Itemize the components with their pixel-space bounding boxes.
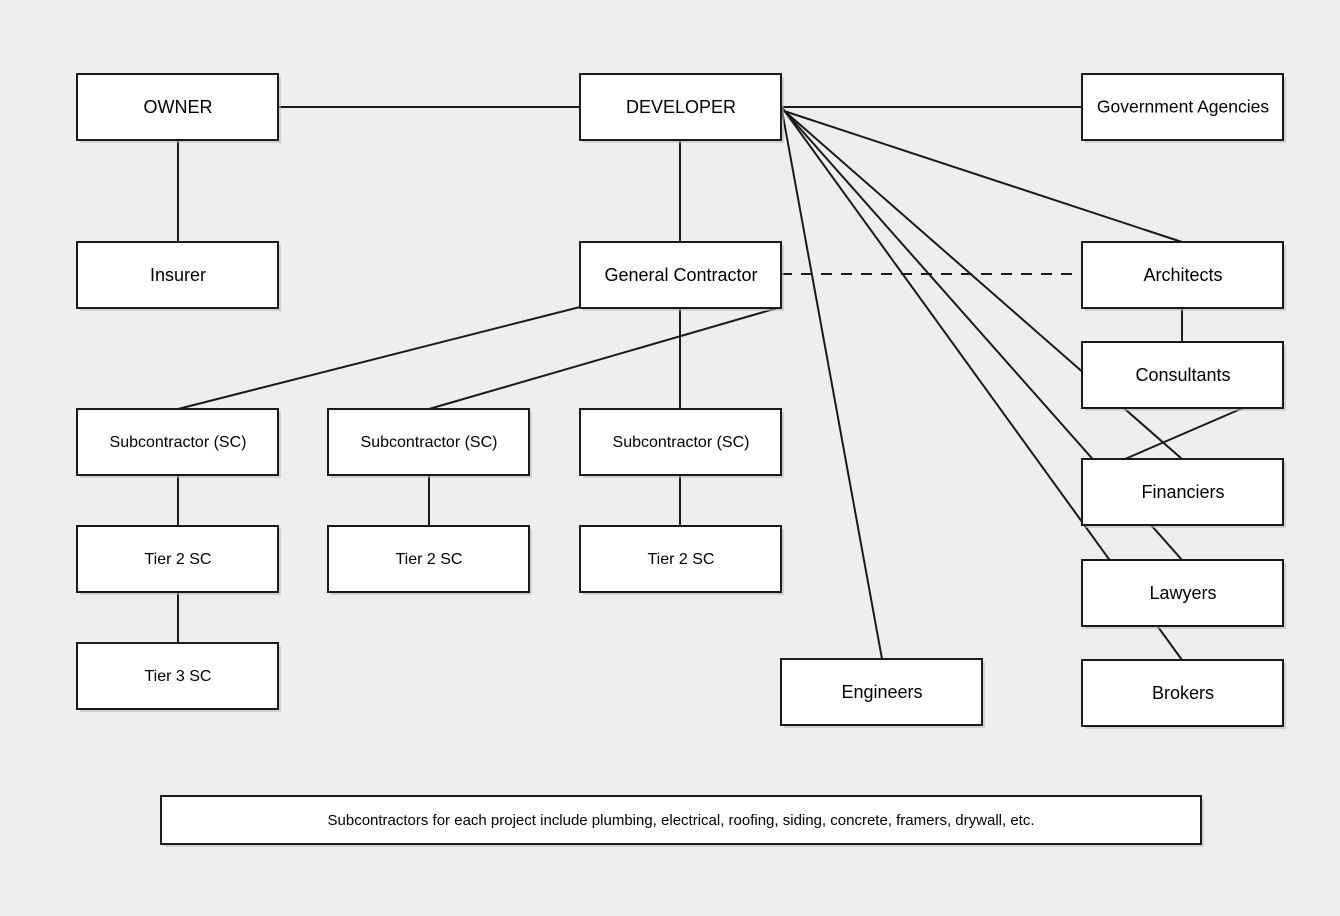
- node-engineers-label: Engineers: [841, 682, 922, 702]
- node-subcontractor-3-label: Subcontractor (SC): [613, 434, 750, 451]
- node-tier2-sc-1-label: Tier 2 SC: [145, 551, 212, 568]
- edge-developer-to-engineers: [780, 104, 883, 660]
- node-financiers[interactable]: Financiers: [1081, 458, 1286, 528]
- node-lawyers-label: Lawyers: [1149, 583, 1216, 603]
- node-consultants[interactable]: Consultants: [1081, 341, 1286, 411]
- node-general-contractor-label: General Contractor: [604, 265, 757, 285]
- node-financiers-label: Financiers: [1141, 482, 1224, 502]
- node-lawyers[interactable]: Lawyers: [1081, 559, 1286, 629]
- node-layer: OWNER DEVELOPER Government Agencies Insu…: [76, 73, 1286, 847]
- node-tier2-sc-3[interactable]: Tier 2 SC: [579, 525, 784, 595]
- edge-general-contractor-to-subcontractor-1: [177, 306, 581, 410]
- node-tier2-sc-3-label: Tier 2 SC: [648, 551, 715, 568]
- note-box[interactable]: Subcontractors for each project include …: [160, 795, 1204, 847]
- node-subcontractor-1-label: Subcontractor (SC): [110, 434, 247, 451]
- node-engineers[interactable]: Engineers: [780, 658, 985, 728]
- node-architects[interactable]: Architects: [1081, 241, 1286, 311]
- node-tier2-sc-1[interactable]: Tier 2 SC: [76, 525, 281, 595]
- node-tier2-sc-2[interactable]: Tier 2 SC: [327, 525, 532, 595]
- node-developer-label: DEVELOPER: [626, 97, 736, 117]
- node-tier3-sc-1[interactable]: Tier 3 SC: [76, 642, 281, 712]
- node-insurer[interactable]: Insurer: [76, 241, 281, 311]
- node-subcontractor-2[interactable]: Subcontractor (SC): [327, 408, 532, 478]
- node-subcontractor-2-label: Subcontractor (SC): [361, 434, 498, 451]
- node-general-contractor[interactable]: General Contractor: [579, 241, 784, 311]
- note-box-label: Subcontractors for each project include …: [328, 812, 1035, 829]
- node-brokers[interactable]: Brokers: [1081, 659, 1286, 729]
- node-subcontractor-3[interactable]: Subcontractor (SC): [579, 408, 784, 478]
- edge-developer-to-architects: [780, 109, 1183, 243]
- node-insurer-label: Insurer: [150, 265, 206, 285]
- edge-general-contractor-to-subcontractor-2: [428, 306, 782, 410]
- edge-consultants-to-financiers: [1124, 407, 1244, 460]
- node-owner-label: OWNER: [144, 97, 213, 117]
- node-subcontractor-1[interactable]: Subcontractor (SC): [76, 408, 281, 478]
- node-owner[interactable]: OWNER: [76, 73, 281, 143]
- node-brokers-label: Brokers: [1152, 683, 1214, 703]
- node-architects-label: Architects: [1143, 265, 1222, 285]
- edge-layer: [177, 104, 1244, 661]
- node-government-agencies[interactable]: Government Agencies: [1081, 73, 1286, 143]
- node-developer[interactable]: DEVELOPER: [579, 73, 784, 143]
- node-government-agencies-label: Government Agencies: [1097, 97, 1269, 117]
- node-tier2-sc-2-label: Tier 2 SC: [396, 551, 463, 568]
- node-consultants-label: Consultants: [1135, 365, 1230, 385]
- node-tier3-sc-1-label: Tier 3 SC: [145, 668, 212, 685]
